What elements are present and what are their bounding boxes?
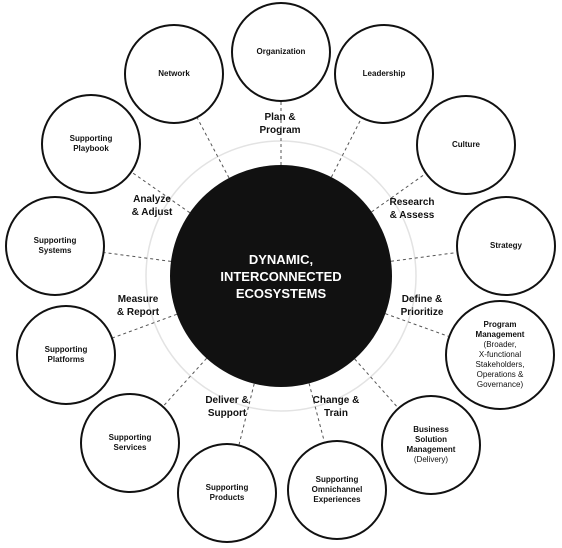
phase-change-train: Change & Train <box>312 395 360 419</box>
phase-research-assess: Research & Assess <box>389 197 435 221</box>
phase-deliver-support: Deliver & Support <box>205 395 249 419</box>
connector-line <box>112 313 177 339</box>
network-label: Network <box>158 69 190 78</box>
phase-measure-report: Measure & Report <box>116 294 160 318</box>
program-management-detail: (Broader, X-functional Stakeholders, Ope… <box>475 340 525 389</box>
connector-line <box>354 358 399 408</box>
supporting-services-label: Supporting Services <box>108 433 152 452</box>
network-node: Network <box>124 24 224 124</box>
connector-line <box>238 383 255 445</box>
organization-node: Organization <box>231 2 331 102</box>
program-management-node: Program Management (Broader, X-functiona… <box>445 300 555 410</box>
supporting-platforms-label: Supporting Platforms <box>44 345 88 364</box>
connector-line <box>104 252 172 262</box>
phase-define-prioritize: Define & Prioritize <box>400 294 444 318</box>
supporting-services-node: Supporting Services <box>80 393 180 493</box>
strategy-label: Strategy <box>489 241 522 250</box>
supporting-playbook-label: Supporting Playbook <box>69 134 113 153</box>
supporting-systems-node: Supporting Systems <box>5 196 105 296</box>
culture-node: Culture <box>416 95 516 195</box>
connector-line <box>390 252 457 262</box>
supporting-playbook-node: Supporting Playbook <box>41 94 141 194</box>
business-solution-management-node: Business Solution Management (Delivery) <box>381 395 481 495</box>
central-hub: DYNAMIC, INTERCONNECTED ECOSYSTEMS <box>170 165 392 387</box>
strategy-node: Strategy <box>456 196 556 296</box>
connector-lines <box>104 102 457 445</box>
leadership-node: Leadership <box>334 24 434 124</box>
supporting-platforms-node: Supporting Platforms <box>16 305 116 405</box>
connector-line <box>196 117 230 179</box>
culture-label: Culture <box>452 140 480 149</box>
business-solution-management-detail: (Delivery) <box>413 455 449 464</box>
phase-plan-program: Plan & Program <box>259 112 301 136</box>
supporting-omnichannel-experiences-node: Supporting Omnichannel Experiences <box>287 440 387 540</box>
leadership-label: Leadership <box>362 69 406 78</box>
business-solution-management-label: Business Solution Management <box>406 425 456 454</box>
connector-line <box>371 173 426 213</box>
supporting-products-label: Supporting Products <box>205 483 249 502</box>
supporting-products-node: Supporting Products <box>177 443 277 543</box>
organization-label: Organization <box>256 47 306 56</box>
connector-line <box>308 383 325 442</box>
phase-analyze-adjust: Analyze & Adjust <box>131 194 173 218</box>
program-management-label: Program Management <box>475 320 525 339</box>
supporting-omnichannel-experiences-label: Supporting Omnichannel Experiences <box>311 475 363 504</box>
connector-line <box>330 118 362 178</box>
supporting-systems-label: Supporting Systems <box>33 236 77 255</box>
connector-line <box>385 313 449 337</box>
connector-line <box>163 357 207 407</box>
